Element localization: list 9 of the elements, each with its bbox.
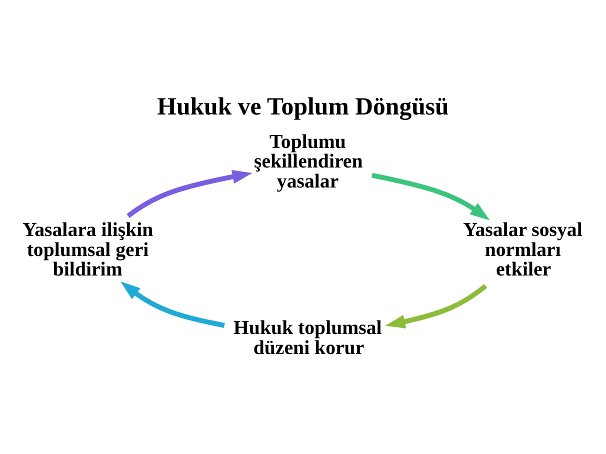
arrow [120,280,225,328]
node-text: Hukuk toplumsal düzeni korur [233,316,382,358]
node-text: Yasalara ilişkin toplumsal geri bildirim [22,218,154,280]
node-text: Toplumu şekillendiren yasalar [254,130,363,192]
arrow [371,172,490,220]
diagram-title: Hukuk ve Toplum Döngüsü [157,93,449,120]
arrow [385,283,488,328]
arrow [126,169,252,218]
node-text: Yasalar sosyal normları etkiler [463,218,582,280]
